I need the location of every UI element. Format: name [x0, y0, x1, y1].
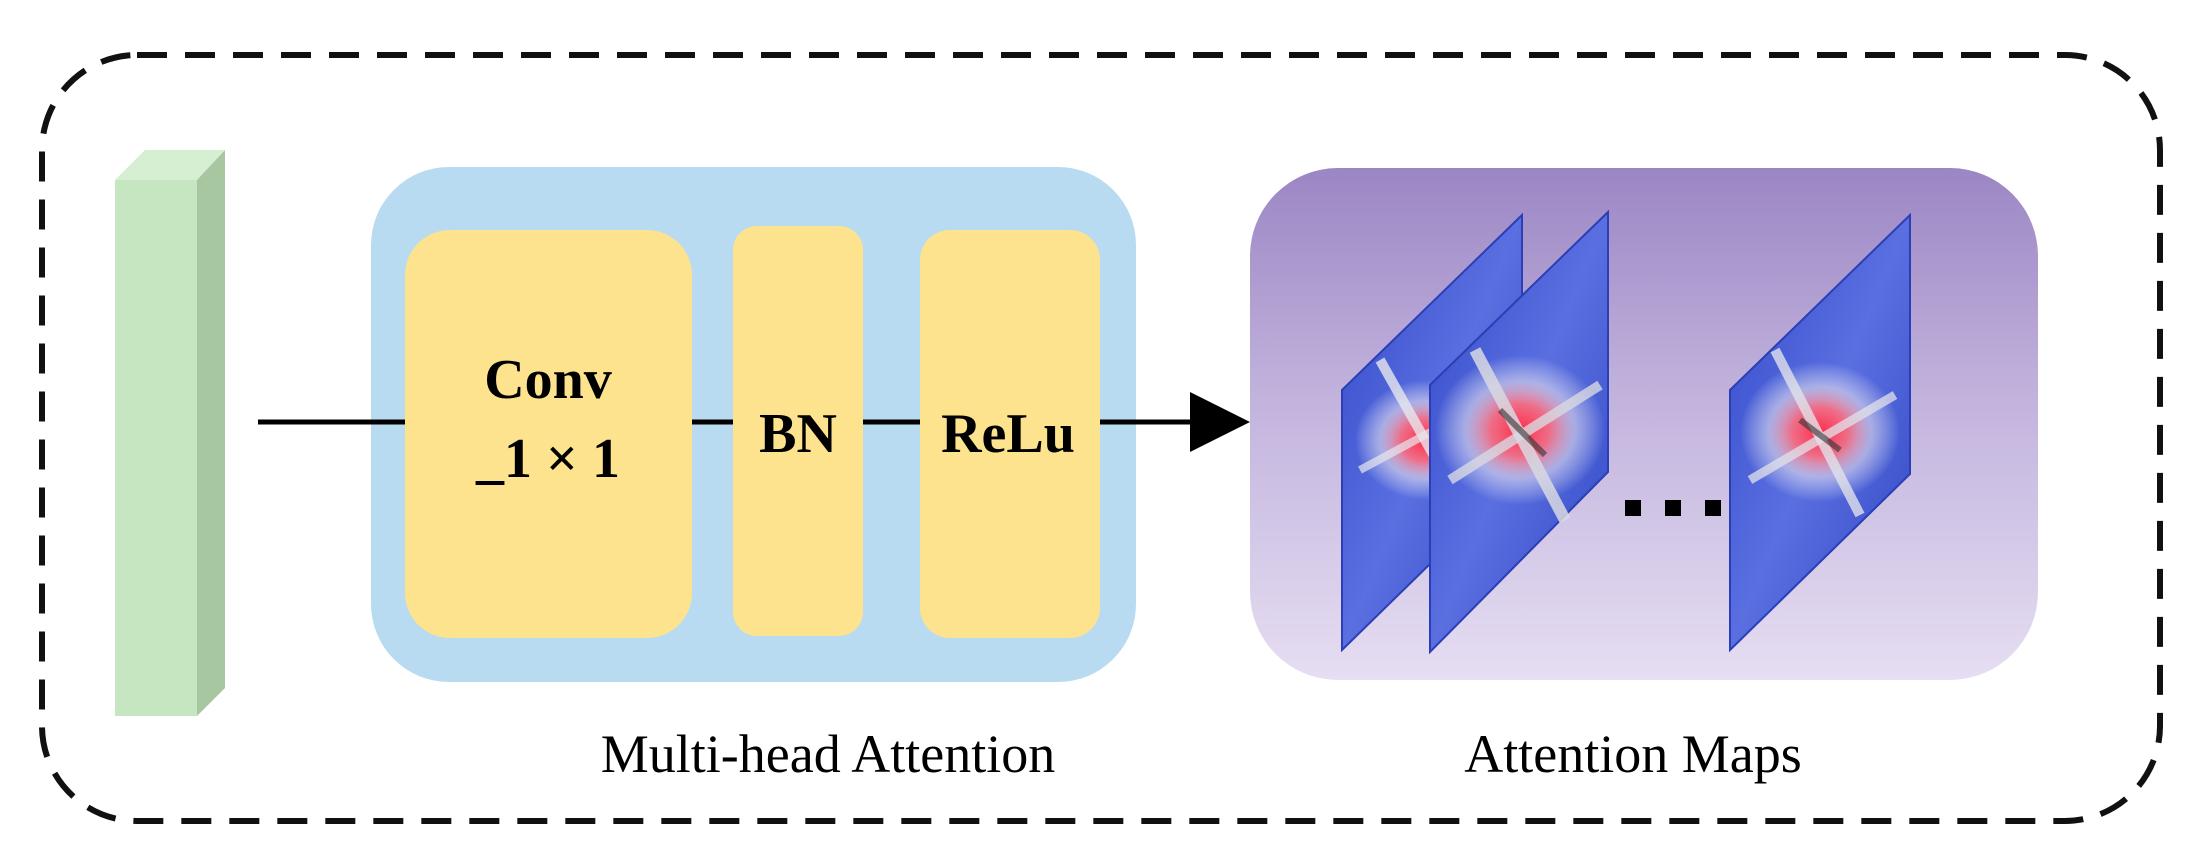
mha-caption: Multi-head Attention [601, 724, 1055, 784]
attention-map-n [1729, 212, 1911, 653]
feature-top-face [115, 150, 225, 180]
ellipsis-dots [1625, 500, 1721, 516]
relu-block [920, 230, 1100, 638]
feature-front-face [115, 180, 197, 716]
dashed-boundary [39, 52, 2163, 824]
bn-block [733, 226, 863, 636]
conv-label-line2: _1 × 1 [475, 428, 620, 490]
input-feature-block [115, 150, 225, 716]
feature-side-face [197, 150, 225, 716]
conv-label-line1: Conv [484, 349, 612, 411]
relu-label: ReLu [941, 403, 1075, 465]
attention-map-2 [1429, 209, 1609, 655]
output-arrowhead [1190, 392, 1250, 452]
bn-label: BN [759, 403, 837, 465]
conv-block [405, 230, 692, 638]
maps-caption: Attention Maps [1464, 724, 1801, 784]
